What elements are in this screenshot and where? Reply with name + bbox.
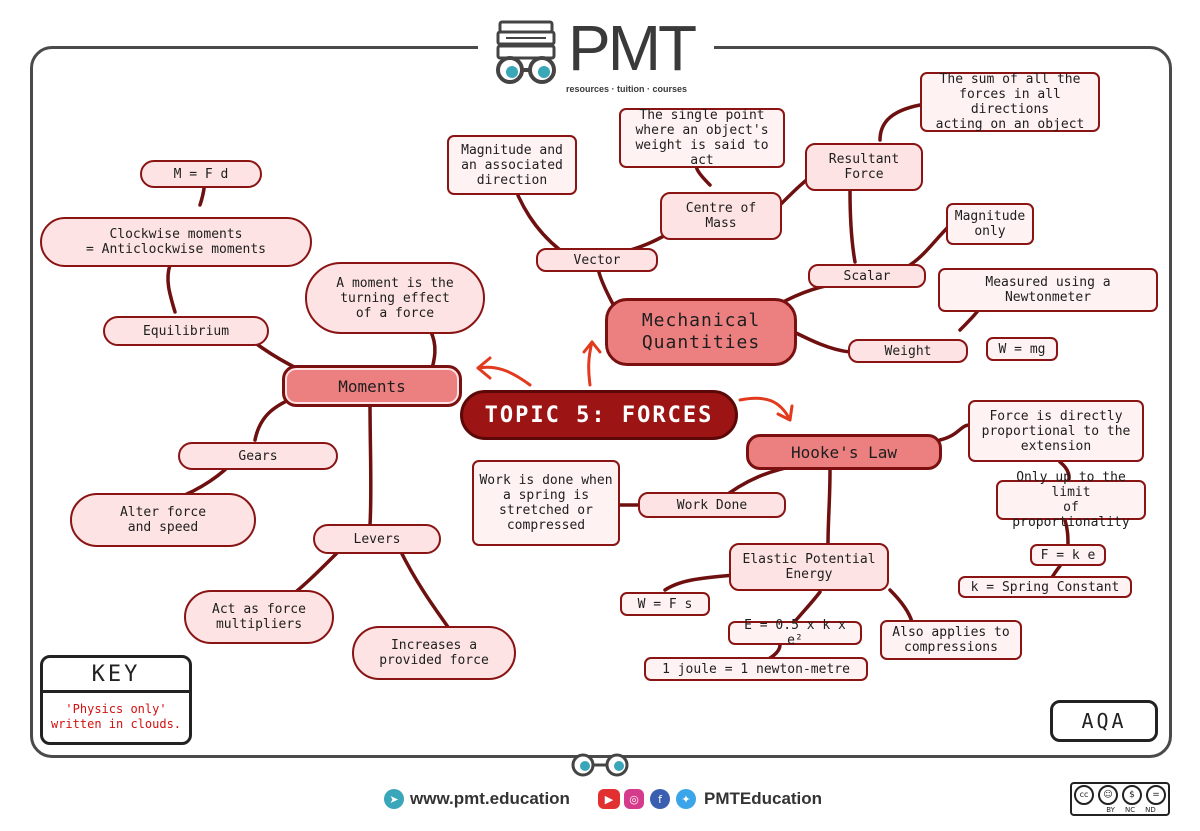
hub-moments: Moments (282, 365, 462, 407)
node-epe-equation: E = 0.5 x k x e² (728, 618, 862, 648)
node-moment-definition: A moment is the turning effect of a forc… (305, 262, 485, 334)
license-labels: BY NC ND (1106, 806, 1155, 814)
node-proportionality-limit: Only up to the limit of proportionality (996, 470, 1146, 530)
license-nd: ND (1145, 805, 1156, 814)
pmt-logo-text: PMT (568, 12, 697, 84)
key-box: KEY 'Physics only' written in clouds. (40, 655, 192, 745)
instagram-icon[interactable]: ◎ (624, 789, 644, 809)
key-title: KEY (43, 658, 189, 693)
social-handle[interactable]: PMTEducation (704, 789, 823, 808)
glasses-icon (571, 753, 629, 777)
node-work-done: Work Done (638, 492, 786, 518)
cc-icon: cc (1074, 784, 1094, 805)
node-hookes-equation: F = k e (1030, 544, 1106, 566)
node-vector: Vector (536, 248, 658, 272)
nd-icon: = (1146, 784, 1166, 805)
node-levers-multipliers: Act as force multipliers (184, 590, 334, 644)
node-scalar: Scalar (808, 264, 926, 288)
key-note: 'Physics only' written in clouds. (50, 702, 182, 731)
node-gears: Gears (178, 442, 338, 470)
node-levers-increase: Increases a provided force (352, 626, 516, 680)
license-badge[interactable]: cc ☺ $ = BY NC ND (1070, 782, 1170, 816)
node-resultant-force: Resultant Force (805, 143, 923, 191)
node-joule: 1 joule = 1 newton-metre (644, 657, 868, 681)
node-weight: Weight (848, 339, 968, 363)
node-levers: Levers (313, 524, 441, 554)
hub-hookes-law: Hooke's Law (746, 434, 942, 470)
node-centre-of-mass-definition: The single point where an object's weigh… (619, 108, 785, 168)
node-vector-definition: Magnitude and an associated direction (447, 135, 577, 195)
website-icon[interactable]: ➤ (384, 789, 404, 809)
node-hookes-definition: Force is directly proportional to the ex… (968, 400, 1144, 462)
pmt-tagline: resources · tuition · courses (566, 84, 688, 94)
node-spring-constant: k = Spring Constant (958, 576, 1132, 598)
node-work-equation: W = F s (620, 592, 710, 616)
node-resultant-force-definition: The sum of all the forces in all directi… (920, 72, 1100, 132)
node-weight-equation: W = mg (986, 337, 1058, 361)
node-work-done-definition: Work is done when a spring is stretched … (472, 460, 620, 546)
hub-mechanical-quantities: Mechanical Quantities (605, 298, 797, 366)
by-icon: ☺ (1098, 784, 1118, 805)
node-elastic-potential-energy: Elastic Potential Energy (729, 543, 889, 591)
pmt-logo-icon (496, 20, 556, 84)
license-icons: cc ☺ $ = (1074, 784, 1166, 805)
facebook-icon[interactable]: f (650, 789, 670, 809)
youtube-icon[interactable]: ▶ (598, 789, 620, 809)
node-scalar-definition: Magnitude only (946, 203, 1034, 245)
node-compressions: Also applies to compressions (880, 620, 1022, 660)
node-moment-equation: M = F d (140, 160, 262, 188)
license-nc: NC (1124, 805, 1136, 814)
node-equilibrium: Equilibrium (103, 316, 269, 346)
twitter-icon[interactable]: ✦ (676, 789, 696, 809)
node-moments-principle: Clockwise moments = Anticlockwise moment… (40, 217, 312, 267)
license-by: BY (1106, 805, 1115, 814)
node-weight-definition: Measured using a Newtonmeter (938, 268, 1158, 312)
exam-board-badge: AQA (1050, 700, 1158, 742)
topic-title: TOPIC 5: FORCES (460, 390, 738, 440)
node-gears-definition: Alter force and speed (70, 493, 256, 547)
nc-icon: $ (1122, 784, 1142, 805)
node-centre-of-mass: Centre of Mass (660, 192, 782, 240)
website-link[interactable]: www.pmt.education (410, 789, 570, 808)
